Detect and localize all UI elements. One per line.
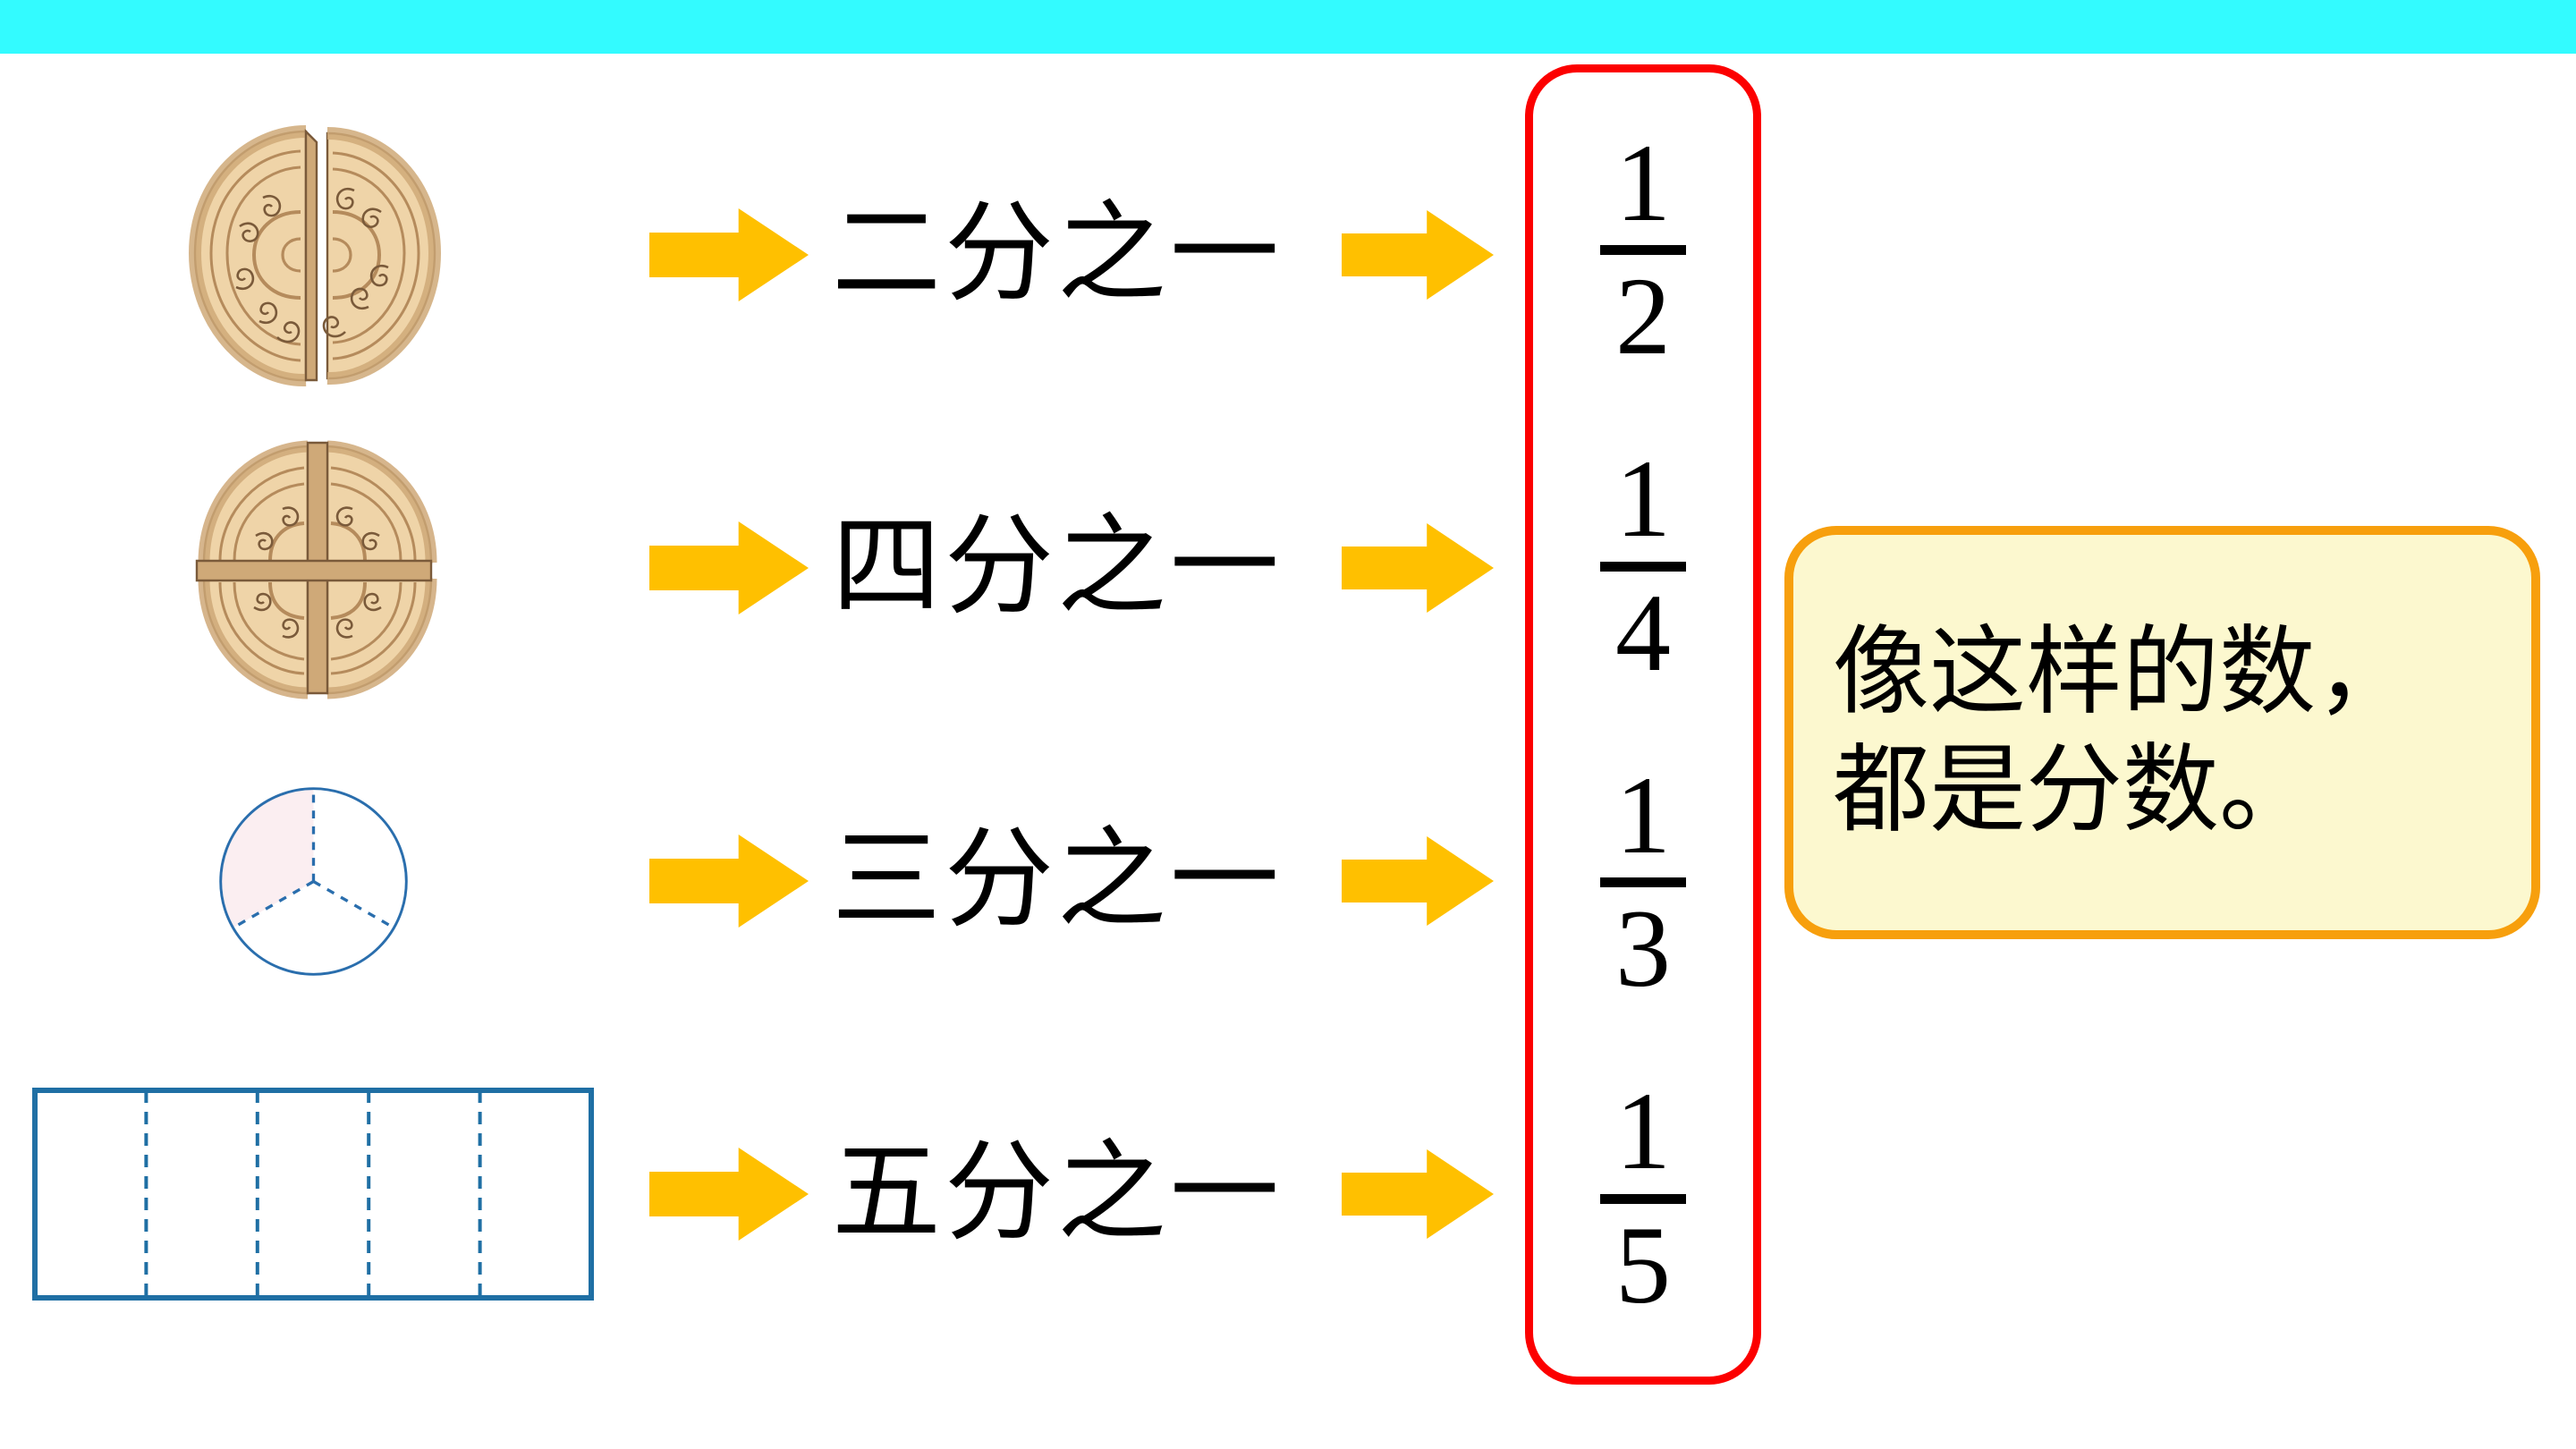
right-arrow-icon [1342,836,1494,926]
denominator: 5 [1615,1203,1671,1326]
arrow-cell-quarters-right [1315,411,1521,724]
fraction-one-half: 1 2 [1600,121,1686,378]
rectangle-fifths-illustration [32,1088,594,1301]
arrow-cell-fifths-right [1315,1038,1521,1351]
numerator: 1 [1615,121,1671,244]
fraction-bar [1600,1193,1686,1204]
fraction-list-frame: 1 2 1 4 1 3 1 5 [1525,64,1761,1385]
fraction-words-thirds: 三分之一 [832,820,1283,941]
right-arrow-icon [649,835,809,928]
row-one-quarter: 四分之一 [0,411,1521,724]
right-arrow-icon [649,1148,809,1241]
fraction-bar [1600,561,1686,572]
arrow-cell-halves-right [1315,98,1521,411]
arrow-cell-quarters-left [626,411,832,724]
callout-line-1: 像这样的数， [1833,620,2413,727]
right-arrow-icon [1342,210,1494,300]
words-cell-halves: 二分之一 [832,98,1315,411]
denominator: 3 [1615,887,1671,1011]
right-arrow-icon [1342,523,1494,613]
words-cell-thirds: 三分之一 [832,724,1315,1038]
right-arrow-icon [1342,1149,1494,1239]
callout-note: 像这样的数， 都是分数。 [1784,526,2540,939]
right-arrow-icon [649,521,809,614]
fraction-words-fifths: 五分之一 [832,1133,1283,1254]
numerator: 1 [1615,1070,1671,1193]
words-cell-quarters: 四分之一 [832,411,1315,724]
arrow-cell-halves-left [626,98,832,411]
circle-thirds-illustration [218,786,408,976]
cake-halves-illustration [170,112,456,398]
figure-cell-fifths [0,1038,626,1351]
cake-quarters-illustration [170,425,456,711]
numerator: 1 [1615,437,1671,561]
numerator: 1 [1615,753,1671,877]
fraction-bar [1600,877,1686,888]
denominator: 4 [1615,571,1671,694]
fraction-words-halves: 二分之一 [832,194,1283,315]
top-banner [0,0,2576,54]
fraction-one-quarter: 1 4 [1600,437,1686,694]
figure-cell-quarters [0,411,626,724]
fraction-bar [1600,245,1686,256]
row-one-third: 三分之一 [0,724,1521,1038]
row-one-half: 二分之一 [0,98,1521,411]
arrow-cell-fifths-left [626,1038,832,1351]
words-cell-fifths: 五分之一 [832,1038,1315,1351]
arrow-cell-thirds-left [626,724,832,1038]
denominator: 2 [1615,255,1671,378]
callout-line-2: 都是分数。 [1833,738,2317,844]
fraction-words-quarters: 四分之一 [832,507,1283,628]
fraction-one-fifth: 1 5 [1600,1070,1686,1326]
right-arrow-icon [649,208,809,301]
arrow-cell-thirds-right [1315,724,1521,1038]
figure-cell-thirds [0,724,626,1038]
figure-cell-halves [0,98,626,411]
row-one-fifth: 五分之一 [0,1038,1521,1351]
fraction-one-third: 1 3 [1600,753,1686,1011]
